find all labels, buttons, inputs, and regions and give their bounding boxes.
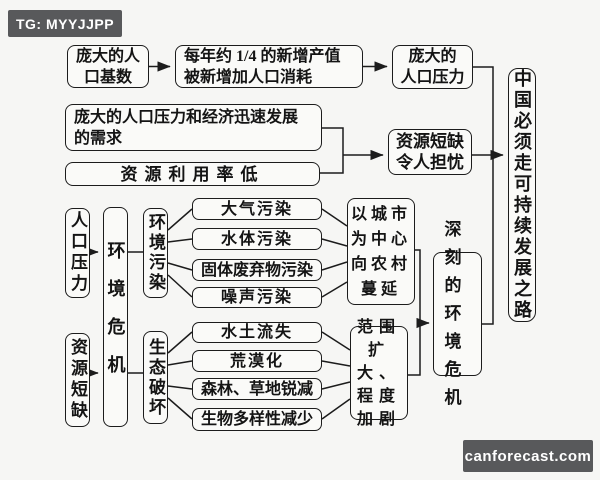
fan-pollution-left [167, 208, 193, 298]
node-population-base: 庞大的人 口基数 [67, 45, 149, 88]
node-ecological-destruction: 生态破坏 [143, 331, 168, 424]
node-increment-consumed: 每年约 1/4 的新增产值 被新增加人口消耗 [175, 45, 363, 88]
node-population-pressure: 庞大的 人口压力 [392, 45, 473, 89]
node-environmental-crisis: 环境危机 [103, 207, 128, 427]
node-noise-pollution: 噪声污染 [192, 287, 322, 308]
node-resource-shortage-vertical: 资源短缺 [65, 333, 90, 427]
node-water-pollution: 水体污染 [192, 228, 322, 250]
node-population-pressure-vertical: 人口压力 [65, 208, 90, 298]
fan-pollution-right [321, 208, 348, 298]
node-pressure-and-economic-demand: 庞大的人口压力和经济迅速发展 的需求 [65, 104, 322, 151]
node-desertification: 荒漠化 [192, 350, 322, 372]
node-resource-shortage-worry: 资源短缺 令人担忧 [388, 129, 472, 175]
watermark-site-badge: canforecast.com [463, 440, 593, 472]
node-china-sustainable-path: 中国必须走可持续发展之路 [508, 68, 536, 322]
line-city-scope-merge [408, 249, 421, 376]
node-biodiversity-loss: 生物多样性减少 [192, 408, 322, 431]
node-low-resource-utilization: 资源利用率低 [65, 162, 320, 186]
node-solid-waste-pollution: 固体废弃物污染 [192, 259, 322, 281]
watermark-tg-badge: TG: MYYJJPP [8, 10, 122, 37]
fan-eco-left [167, 331, 193, 420]
line-poppressure-deepcrisis-junction [473, 66, 494, 325]
node-deep-environmental-crisis: 深刻 的环 境危 机 [433, 220, 482, 407]
node-air-pollution: 大气污染 [192, 198, 322, 220]
node-soil-erosion: 水土流失 [192, 322, 322, 343]
node-scope-expanding-intensifying: 范围 扩大、 程度 加剧 [350, 319, 408, 428]
fan-eco-right [321, 331, 351, 420]
node-city-to-rural-spread: 以城市 为中心 向农村 蔓延 [347, 198, 415, 305]
bracket-demand-lowuse [318, 127, 344, 174]
node-forest-grassland-decline: 森林、草地锐减 [192, 378, 322, 400]
node-environmental-pollution: 环境污染 [143, 208, 168, 298]
